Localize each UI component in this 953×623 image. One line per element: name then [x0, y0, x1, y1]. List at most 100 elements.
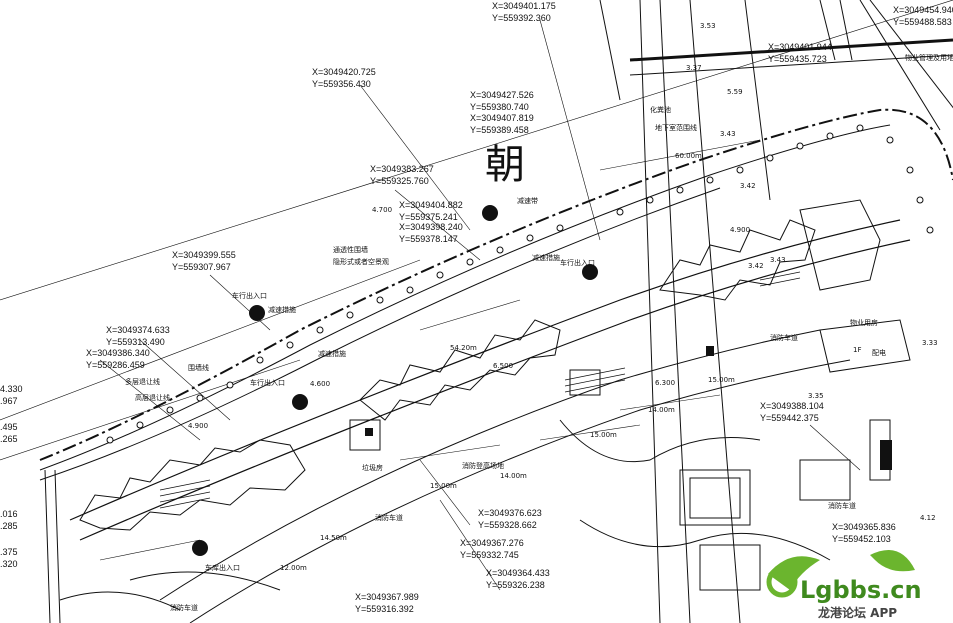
coord-x: X=3049407.819	[470, 113, 534, 123]
coord-x: X=3049383.267	[370, 164, 434, 174]
coord-y: Y=559392.360	[492, 13, 551, 23]
label-ramp: 车库出入口	[205, 563, 240, 572]
label-property: 物业用房	[850, 318, 878, 327]
coord-y: Y=559332.745	[460, 550, 519, 560]
coord-y: Y=559326.238	[486, 580, 545, 590]
label-permeable-fence: 通透性围墙	[333, 245, 368, 254]
label-garbage: 垃圾房	[362, 463, 383, 472]
coord-y: Y=559380.740	[470, 102, 529, 112]
coord-x: X=3049388.104	[760, 401, 824, 411]
label-road-north: 物业管理及用地 (地下)	[905, 53, 953, 62]
elevation-text: 3.43	[720, 130, 736, 138]
watermark-logo: Lgbbs.cn	[800, 576, 922, 604]
elevation-text: 3.37	[686, 64, 702, 72]
coord-y: Y=559488.583	[893, 17, 952, 27]
coord-x: X=3049367.989	[355, 592, 419, 602]
dimension-text: 4.900	[730, 226, 750, 234]
coord-y: Y=559378.147	[399, 234, 458, 244]
orientation-glyph: 朝	[485, 142, 525, 188]
coord-y: Y=559435.723	[768, 54, 827, 64]
dimension-text: 6.300	[655, 379, 675, 387]
coord-y: Y=559286.459	[86, 360, 145, 370]
coord-x: X=3049401.175	[492, 1, 556, 11]
dimension-text: 6.500	[493, 362, 513, 370]
coord-x: X=3049401.944	[768, 42, 832, 52]
label-fire-lane: 消防车道	[170, 603, 198, 612]
entry-marker	[249, 305, 265, 321]
label-vehicle-entry: 车行出入口	[560, 258, 595, 267]
dimension-text: 4.700	[372, 206, 392, 214]
dimension-text: 15.00m	[430, 482, 457, 490]
edge-number: .495	[0, 422, 18, 432]
road-line	[639, 0, 661, 623]
coord-x: X=3049427.526	[470, 90, 534, 100]
label-speed-bump: 减速措施	[532, 253, 560, 262]
dimension-text: 12.00m	[280, 564, 307, 572]
label-vehicle-entry: 车行出入口	[232, 291, 267, 300]
label-fire-lane: 消防车道	[828, 501, 856, 510]
label-setback: 高层退让线	[135, 393, 170, 402]
coord-x: X=3049386.340	[86, 348, 150, 358]
label-setback: 多层退让线	[125, 377, 160, 386]
dimension-text: 14.00m	[648, 406, 675, 414]
label-speed-bump: 减速措施	[318, 349, 346, 358]
label-distribution: 配电	[872, 348, 886, 357]
coord-x: X=3049454.940	[893, 5, 953, 15]
elevation-text: 3.33	[922, 339, 938, 347]
watermark: Lgbbs.cn 龙港论坛 APP	[766, 550, 922, 620]
elevation-text: 3.42	[748, 262, 764, 270]
label-fire-lane: 消防车道	[375, 513, 403, 522]
elevation-text: 3.42	[740, 182, 756, 190]
label-vehicle-entry: 车行出入口	[250, 378, 285, 387]
edge-number: .967	[0, 396, 18, 406]
dimension-text: 60.00m	[675, 152, 702, 160]
dimension-text: 4.600	[310, 380, 330, 388]
watermark-caption: 龙港论坛 APP	[818, 605, 897, 620]
edge-number: .016	[0, 509, 18, 519]
label-speed-bump: 减速带	[517, 196, 538, 205]
elevation-text: 5.59	[727, 88, 743, 96]
dimension-text: 14.50m	[320, 534, 347, 542]
coord-x: X=3049367.276	[460, 538, 524, 548]
elevation-text: 3.35	[808, 392, 824, 400]
elevation-text: 3.43	[770, 256, 786, 264]
edge-number: .285	[0, 521, 18, 531]
label-fire-lane: 消防登高场地	[462, 461, 504, 470]
coord-y: Y=559316.392	[355, 604, 414, 614]
coord-x: X=3049364.433	[486, 568, 550, 578]
coord-x: X=3049404.882	[399, 200, 463, 210]
label-fire-lane: 消防车道	[770, 333, 798, 342]
coord-y: Y=559325.760	[370, 176, 429, 186]
dimension-text: 54.20m	[450, 344, 477, 352]
coord-x: X=3049365.836	[832, 522, 896, 532]
coord-y: Y=559442.375	[760, 413, 819, 423]
coord-x: X=3049399.555	[172, 250, 236, 260]
elevation-text: 3.53	[700, 22, 716, 30]
dimension-text: 4.900	[188, 422, 208, 430]
dimension-text: 14.00m	[500, 472, 527, 480]
coord-y: Y=559307.967	[172, 262, 231, 272]
elevation-text: 4.12	[920, 514, 936, 522]
label-septic-tank: 化粪池	[650, 105, 671, 114]
label-fence: 围墙线	[188, 363, 209, 372]
coord-x: X=3049376.623	[478, 508, 542, 518]
dimension-text: 15.00m	[708, 376, 735, 384]
coord-y: Y=559356.430	[312, 79, 371, 89]
coord-x: X=3049374.633	[106, 325, 170, 335]
coord-y: Y=559375.241	[399, 212, 458, 222]
label-hidden-path: 隐形式或者空景观	[333, 257, 389, 266]
coord-y: Y=559328.662	[478, 520, 537, 530]
coord-x: X=3049398.240	[399, 222, 463, 232]
coord-x: X=3049420.725	[312, 67, 376, 77]
coord-y: Y=559313.490	[106, 337, 165, 347]
coord-y: Y=559452.103	[832, 534, 891, 544]
coord-y: Y=559389.458	[470, 125, 529, 135]
edge-number: 4.330	[0, 384, 23, 394]
dimension-text: 15.00m	[590, 431, 617, 439]
label-floor: 1F	[853, 346, 861, 354]
edge-number: .265	[0, 434, 18, 444]
edge-number: .320	[0, 559, 18, 569]
label-basement-line: 地下室范围线	[655, 123, 697, 132]
